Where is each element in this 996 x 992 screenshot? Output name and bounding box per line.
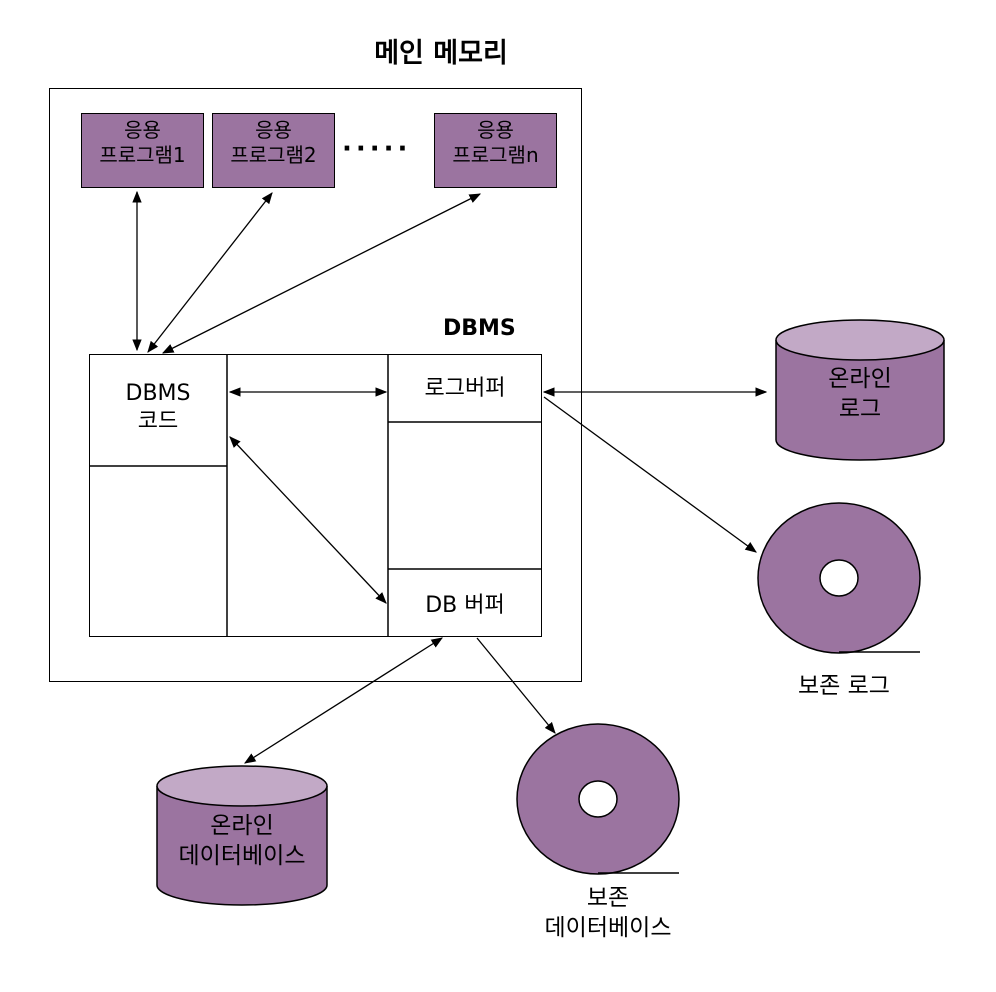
arrow-dbbuffer-onlinedb: [244, 637, 443, 764]
db-buffer-label: DB 버퍼: [425, 593, 505, 618]
app-program-n: 응용 프로그램n: [434, 113, 557, 188]
arrow-code-dbbuffer: [229, 436, 387, 604]
archive-database-line2: 데이터베이스: [544, 914, 672, 941]
online-database-line2: 데이터베이스: [178, 842, 306, 869]
online-database-cylinder-icon: [156, 765, 328, 906]
ellipsis: ·····: [342, 134, 412, 164]
archive-log-label: 보존 로그: [798, 673, 890, 699]
dbms-code-line1: DBMS: [125, 381, 191, 406]
online-log-cylinder-icon: [775, 319, 945, 461]
online-log-label: 온라인 로그: [776, 365, 944, 425]
online-log-line2: 로그: [838, 395, 882, 422]
app-program-n-line1: 응용: [477, 118, 514, 142]
arrow-app2-dbms: [147, 192, 273, 353]
online-log-line1: 온라인: [828, 366, 892, 392]
archive-database-line1: 보존: [586, 885, 630, 911]
online-database-label: 온라인 데이터베이스: [150, 812, 334, 872]
app-program-2-line2: 프로그램2: [230, 143, 317, 167]
app-program-2: 응용 프로그램2: [212, 113, 335, 188]
arrow-dbbuffer-archivedb: [476, 637, 556, 734]
dbms-code-line2: 코드: [137, 408, 179, 434]
app-program-1: 응용 프로그램1: [81, 113, 204, 188]
app-program-2-line1: 응용: [255, 118, 292, 142]
dbms-code-label: DBMS 코드: [89, 380, 227, 435]
app-program-n-line2: 프로그램n: [452, 143, 539, 167]
app-program-1-line2: 프로그램1: [99, 143, 186, 167]
archive-database-disk-icon: [516, 723, 680, 875]
arrow-logbuffer-archivelog: [543, 396, 757, 553]
archive-database-label: 보존 데이터베이스: [510, 884, 706, 944]
arrow-appn-dbms: [161, 193, 482, 354]
online-database-line1: 온라인: [210, 813, 274, 839]
log-buffer-label: 로그버퍼: [424, 376, 506, 401]
archive-log-disk-icon: [757, 502, 921, 654]
main-memory-title: 메인 메모리: [374, 38, 508, 69]
app-program-1-line1: 응용: [124, 118, 161, 142]
